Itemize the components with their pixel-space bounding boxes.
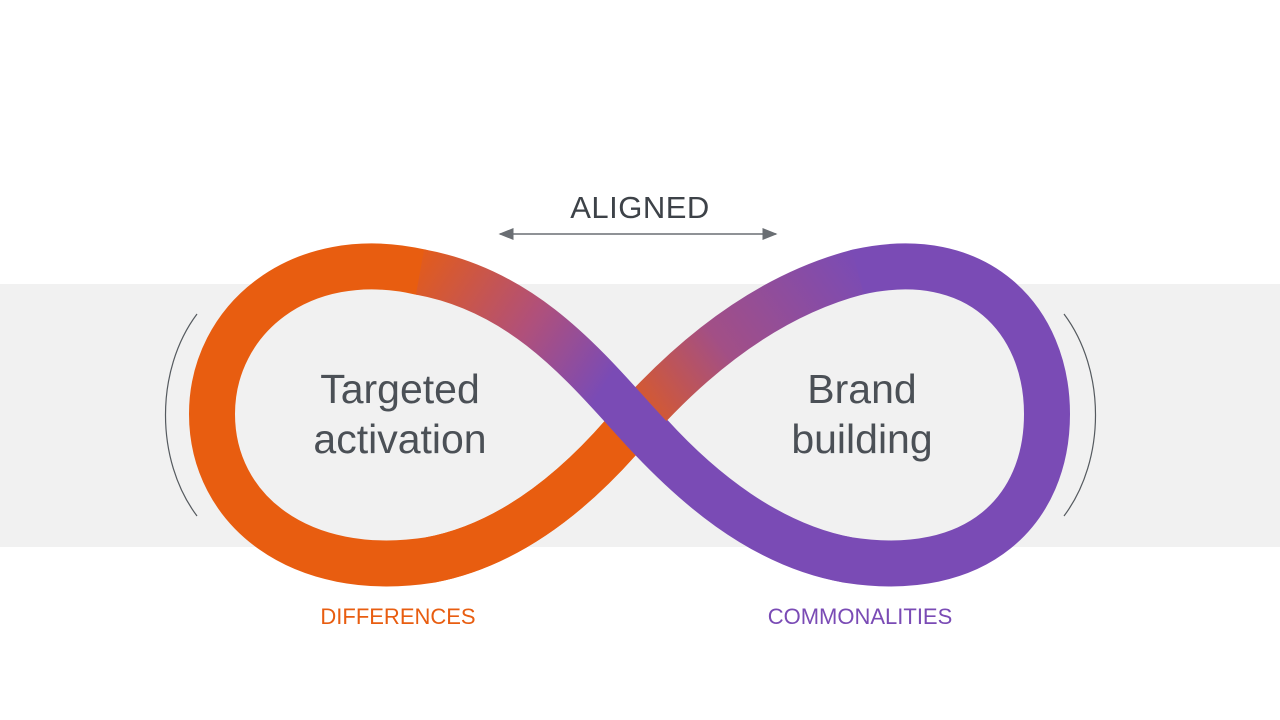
cross-strand-falling <box>415 249 853 583</box>
right-loop-label: Brand building <box>742 364 982 464</box>
left-loop-line1: Targeted <box>320 366 480 412</box>
left-loop-label: Targeted activation <box>270 364 530 464</box>
commonalities-label: COMMONALITIES <box>767 604 953 629</box>
left-loop-line2: activation <box>313 416 487 462</box>
differences-label: DIFFERENCES <box>320 604 476 629</box>
left-bracket <box>164 313 198 517</box>
right-loop-line2: building <box>791 416 933 462</box>
right-bracket <box>1063 313 1097 517</box>
aligned-label: ALIGNED <box>570 190 710 225</box>
right-loop-line1: Brand <box>807 366 917 412</box>
